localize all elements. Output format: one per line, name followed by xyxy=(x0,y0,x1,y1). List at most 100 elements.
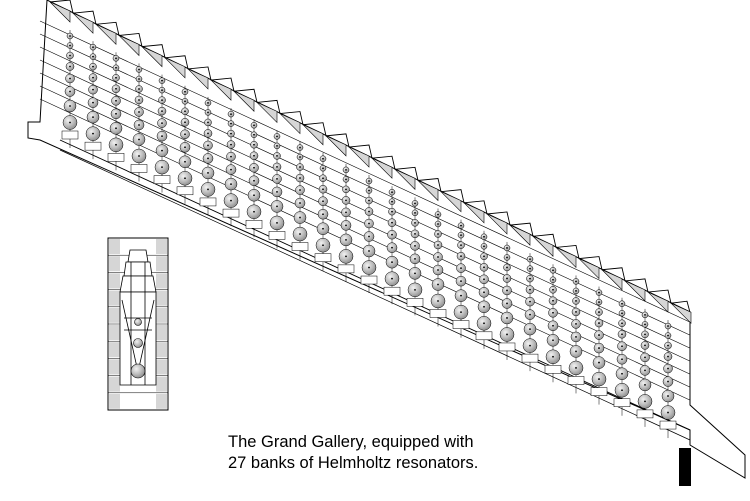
resonator-neck xyxy=(69,77,71,80)
bank-bracket xyxy=(521,353,539,363)
resonator-neck xyxy=(115,112,117,115)
corbel-line xyxy=(39,46,691,349)
resonator-neck xyxy=(460,255,462,258)
roof-tooth xyxy=(348,146,370,168)
resonator-neck xyxy=(529,258,531,261)
resonator-neck xyxy=(598,301,600,303)
resonator-bank xyxy=(544,264,562,383)
bank-bracket xyxy=(383,286,401,296)
resonator-neck xyxy=(437,300,439,302)
resonator-neck xyxy=(621,322,623,325)
roof-tooth xyxy=(302,124,324,146)
resonator-neck xyxy=(391,200,393,203)
resonator-neck xyxy=(552,339,554,342)
resonator-neck xyxy=(506,266,508,269)
resonator-neck xyxy=(391,191,393,194)
resonator-neck xyxy=(207,157,209,160)
resonator-neck xyxy=(621,389,623,392)
resonator-neck xyxy=(161,99,163,102)
resonator-neck xyxy=(575,367,577,369)
resonator-bank xyxy=(84,41,102,160)
resonator-neck xyxy=(184,100,186,103)
resonator-neck xyxy=(184,90,186,93)
resonator-neck xyxy=(115,57,117,60)
resonator-neck xyxy=(253,143,255,146)
resonator-neck xyxy=(69,35,71,37)
bank-bracket xyxy=(567,376,585,385)
resonator-neck xyxy=(506,256,508,259)
resonator-bank xyxy=(153,74,171,193)
resonator-bank xyxy=(268,130,286,249)
resonator-bank xyxy=(383,186,401,305)
resonator-neck xyxy=(621,333,623,336)
roof-tooth xyxy=(256,102,278,124)
resonator-neck xyxy=(92,46,94,49)
resonator-neck xyxy=(276,205,278,208)
resonator-neck xyxy=(483,266,485,269)
resonator-neck xyxy=(322,157,324,160)
roof-tooth xyxy=(233,90,255,112)
resonator-neck xyxy=(253,210,255,213)
bank-bracket xyxy=(337,264,355,274)
resonator-neck xyxy=(437,256,439,258)
resonator-neck xyxy=(667,380,669,383)
resonator-neck xyxy=(667,334,669,337)
resonator-bank xyxy=(337,163,355,282)
roof-tooth xyxy=(49,1,71,23)
inset-stone-right xyxy=(156,325,167,340)
resonator-neck xyxy=(322,227,324,230)
roof-tooth xyxy=(624,280,646,302)
resonator-neck xyxy=(414,211,416,214)
bank-bracket xyxy=(268,231,286,240)
floor-line-upper xyxy=(59,139,691,431)
resonator-neck xyxy=(92,65,94,68)
resonator-bank xyxy=(498,241,516,360)
resonator-neck xyxy=(276,155,278,157)
resonator-bank xyxy=(659,320,677,439)
resonator-neck xyxy=(575,323,577,325)
resonator-neck xyxy=(253,179,255,182)
resonator-neck xyxy=(391,246,393,249)
resonator-bank xyxy=(613,297,631,416)
resonator-neck xyxy=(207,102,209,104)
resonator-bank xyxy=(636,308,654,427)
resonator-neck xyxy=(92,76,94,79)
resonator-neck xyxy=(299,216,301,219)
resonator-neck xyxy=(529,288,531,291)
bank-bracket xyxy=(475,331,493,341)
resonator-neck xyxy=(414,272,416,275)
bank-bracket xyxy=(199,197,217,207)
resonator-neck xyxy=(483,235,485,238)
resonator-bank xyxy=(245,119,263,238)
bank-bracket xyxy=(176,186,194,196)
resonator-bank xyxy=(452,219,470,338)
base-block xyxy=(679,448,691,486)
resonator-neck xyxy=(161,110,163,113)
resonator-neck xyxy=(184,146,186,149)
resonator-neck xyxy=(299,202,301,204)
resonator-neck xyxy=(322,213,324,216)
resonator-neck xyxy=(621,358,623,361)
resonator-neck xyxy=(437,233,439,235)
resonator-neck xyxy=(506,333,508,336)
roof-tooth xyxy=(509,224,531,246)
inset-stone-left xyxy=(109,342,120,358)
resonator-bank xyxy=(521,253,539,372)
resonator-bank xyxy=(130,63,148,182)
resonator-bank xyxy=(429,208,447,327)
resonator-neck xyxy=(460,280,462,283)
resonator-bank xyxy=(176,85,194,204)
resonator-neck xyxy=(368,250,370,252)
inset-stone-left xyxy=(109,307,120,323)
resonator-neck xyxy=(644,323,646,326)
resonator-neck xyxy=(345,178,347,181)
resonator-neck xyxy=(138,99,140,101)
resonator-neck xyxy=(575,290,577,292)
resonator-neck xyxy=(644,369,646,372)
resonator-neck xyxy=(69,65,71,68)
inset-stone-right xyxy=(156,256,167,272)
resonator-neck xyxy=(368,235,370,238)
resonator-neck xyxy=(115,127,117,130)
resonator-neck xyxy=(138,68,140,71)
roof-tooth xyxy=(118,35,140,57)
